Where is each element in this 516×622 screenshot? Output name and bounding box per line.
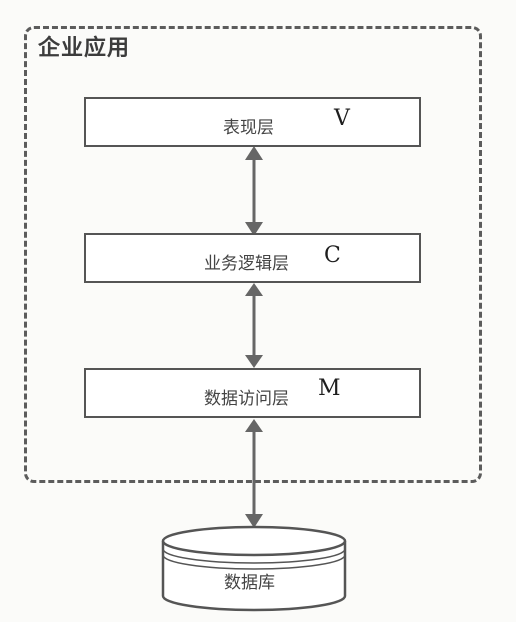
layer-data-access: 数据访问层 M: [84, 368, 421, 418]
layer-presentation-label: 表现层: [223, 118, 274, 138]
arrow-data-access-database: [245, 419, 263, 528]
layer-business-logic-label: 业务逻辑层: [204, 254, 289, 274]
layer-data-access-tag: M: [318, 376, 341, 401]
database-cylinder: [161, 525, 347, 612]
arrow-presentation-business: [245, 146, 263, 236]
layer-business-logic-tag: C: [324, 243, 341, 268]
layer-presentation-tag: V: [334, 106, 350, 131]
arrow-business-data-access: [245, 283, 263, 368]
database-label: 数据库: [224, 573, 275, 593]
layer-presentation: 表现层 V: [84, 97, 421, 147]
layer-business-logic: 业务逻辑层 C: [84, 233, 421, 283]
enterprise-app-title: 企业应用: [38, 36, 131, 61]
layer-data-access-label: 数据访问层: [204, 389, 289, 409]
